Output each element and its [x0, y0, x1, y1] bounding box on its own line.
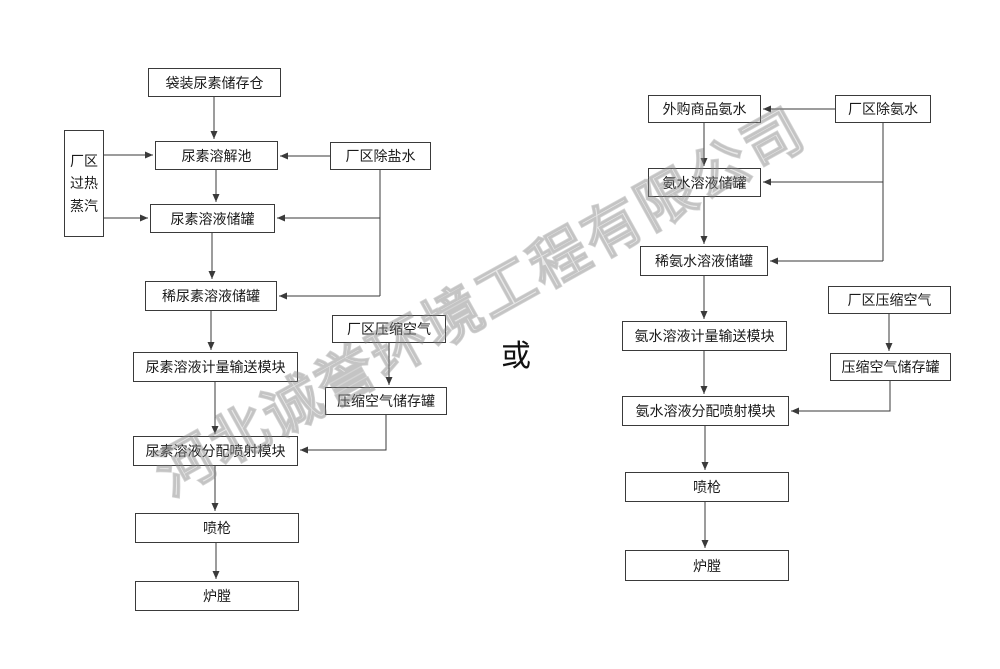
node-compressed-air-left: 厂区压缩空气	[332, 315, 446, 343]
node-furnace-right: 炉膛	[625, 550, 789, 581]
node-urea-dissolve-pool: 尿素溶解池	[155, 141, 278, 170]
connector-airtank-injection-left	[300, 415, 387, 454]
node-urea-solution-tank: 尿素溶液储罐	[150, 204, 275, 233]
node-urea-injection-module: 尿素溶液分配喷射模块	[133, 436, 298, 466]
node-spray-gun-right: 喷枪	[625, 472, 789, 502]
node-air-storage-tank-left: 压缩空气储存罐	[325, 387, 447, 415]
node-ammonia-metering-module: 氨水溶液计量输送模块	[622, 321, 787, 351]
node-spray-gun-left: 喷枪	[135, 513, 299, 543]
node-ammonia-injection-module: 氨水溶液分配喷射模块	[622, 396, 789, 426]
node-deammonia-water: 厂区除氨水	[835, 95, 931, 123]
node-purchased-ammonia: 外购商品氨水	[648, 95, 761, 123]
node-furnace-left: 炉膛	[135, 581, 299, 611]
node-desalted-water: 厂区除盐水	[330, 142, 431, 170]
or-label: 或	[501, 340, 531, 373]
node-air-storage-tank-right: 压缩空气储存罐	[830, 353, 951, 381]
node-dilute-urea-tank: 稀尿素溶液储罐	[145, 281, 277, 311]
node-superheated-steam: 厂区过热蒸汽	[64, 130, 104, 237]
node-bag-urea-silo: 袋装尿素储存仓	[148, 68, 281, 97]
node-ammonia-solution-tank: 氨水溶液储罐	[648, 168, 761, 197]
node-urea-metering-module: 尿素溶液计量输送模块	[133, 352, 298, 382]
node-compressed-air-right: 厂区压缩空气	[828, 286, 951, 314]
connector-airtank-injection-right	[791, 381, 891, 415]
node-dilute-ammonia-tank: 稀氨水溶液储罐	[640, 246, 768, 276]
